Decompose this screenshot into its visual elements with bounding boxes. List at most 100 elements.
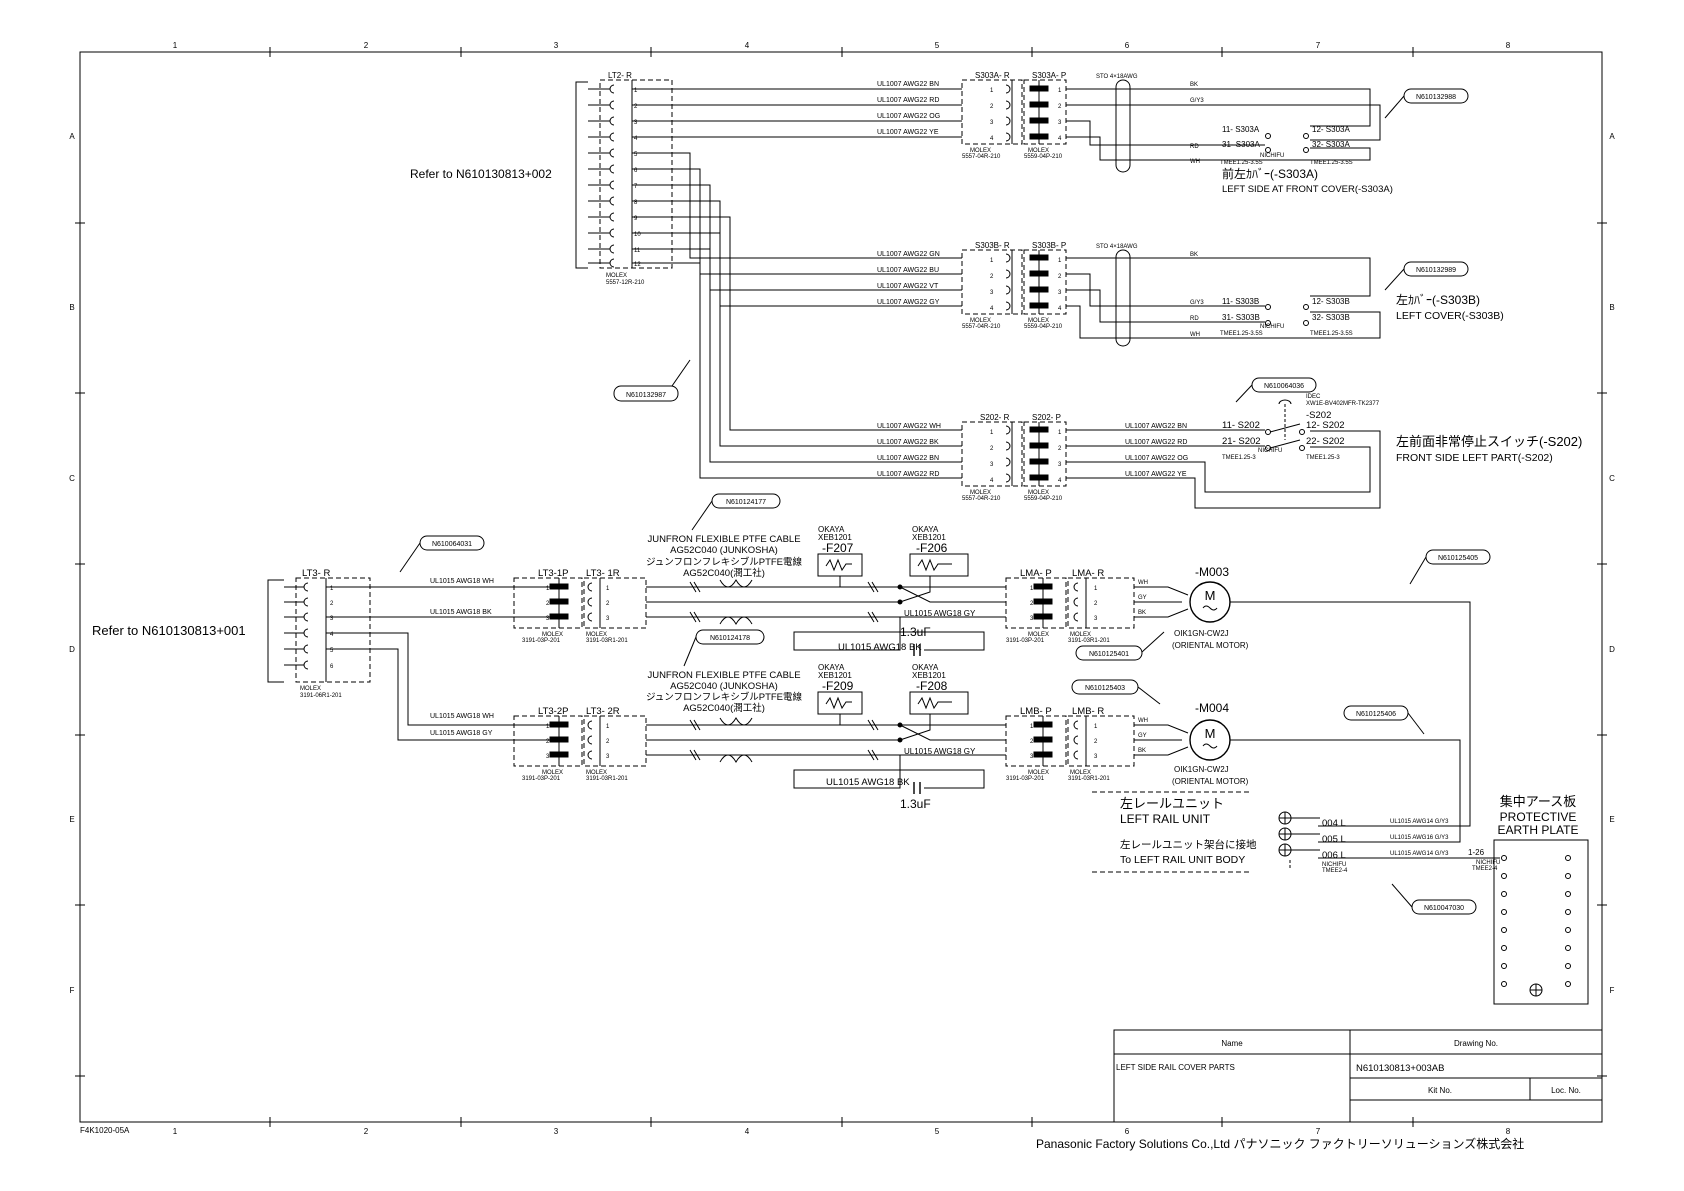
wire-label: UL1015 AWG18 GY	[430, 730, 493, 737]
earth-plate-en1: PROTECTIVE	[1500, 810, 1577, 824]
connector-lt3: LT3- R 1 2 3 4 5 6 MOLEX 3191-06R1-201 N…	[267, 535, 485, 699]
terminal-label: 21- S202	[1222, 436, 1261, 447]
connector-part: 3191-03R1-201	[586, 776, 628, 782]
ground-symbols	[1278, 811, 1320, 870]
connector-part: 5559-04P-210	[1024, 496, 1063, 502]
terminal-label: 32- S303A	[1312, 140, 1350, 149]
harness-tag-n610124178[interactable]: N610124178	[683, 629, 765, 667]
connector-p-label: LMB- P	[1020, 706, 1052, 717]
rail-body-en: To LEFT RAIL UNIT BODY	[1120, 854, 1245, 866]
terminal-label: 11- S303B	[1222, 297, 1259, 306]
fuse-part: XEB1201	[912, 533, 946, 542]
device-title-en: LEFT SIDE AT FRONT COVER(-S303A)	[1222, 184, 1393, 195]
wire-label: UL1007 AWG22 GY	[877, 299, 940, 306]
harness-tag-n610064031[interactable]: N610064031	[399, 535, 485, 573]
row-label: D	[1609, 645, 1615, 654]
harness-tag-n610125406[interactable]: N610125406	[1343, 705, 1425, 735]
connector-r-label: LMA- R	[1072, 568, 1104, 579]
terminal-label: 11- S202	[1222, 420, 1260, 431]
wire-label: UL1007 AWG22 OG	[1125, 455, 1188, 462]
connector-r-label: S202- R	[980, 413, 1010, 422]
pin-label: 4	[1058, 136, 1062, 142]
harness-tag-n610125403[interactable]: N610125403	[1071, 679, 1161, 705]
connector-label: LT3- R	[302, 568, 330, 579]
connector-part: 3191-03R1-201	[1068, 776, 1110, 782]
pin-label: 4	[990, 478, 994, 484]
harness-tag-n610124177[interactable]: N610124177	[691, 493, 781, 531]
tag-text: N610132988	[1416, 94, 1456, 101]
col-label: 4	[745, 41, 750, 50]
lt2-pin-contacts	[588, 84, 615, 268]
pin-label: 9	[634, 216, 638, 222]
motor-m004-symbol[interactable]: M	[1189, 719, 1231, 761]
wire-label: UL1015 AWG18 GY	[904, 609, 976, 618]
terminal-part: TMEE2-4	[1322, 868, 1348, 874]
connector-maker: MOLEX	[542, 632, 563, 638]
col-label: 5	[935, 41, 940, 50]
pin-label: 2	[990, 274, 994, 280]
rail-unit-en: LEFT RAIL UNIT	[1120, 812, 1211, 826]
motor-model: OIK1GN-CW2J	[1174, 765, 1229, 774]
earth-plate-en2: EARTH PLATE	[1498, 823, 1579, 837]
tag-text: N610132989	[1416, 267, 1456, 274]
pin-label: 4	[330, 632, 334, 638]
pin-label: 10	[634, 232, 641, 238]
connector-s202: UL1007 AWG22 WH UL1007 AWG22 BK UL1007 A…	[877, 377, 1582, 509]
col-label: 8	[1506, 41, 1511, 50]
device-title-en: LEFT COVER(-S303B)	[1396, 310, 1504, 322]
pin-label: 12	[634, 262, 641, 268]
pin-label: 4	[634, 136, 638, 142]
harness-tag-n610125401[interactable]: N610125401	[1075, 631, 1165, 661]
reference-label-001: Refer to N610130813+001	[92, 623, 246, 638]
connector-maker: MOLEX	[300, 686, 321, 692]
earth-plate-jp: 集中アース板	[1500, 794, 1577, 809]
row-labels-right: A B C D E F	[1609, 132, 1615, 995]
lt2-routing	[632, 88, 962, 479]
harness-tag-n610125405[interactable]: N610125405	[1409, 549, 1491, 585]
terminal-label: 31- S303B	[1222, 313, 1260, 322]
harness-tag-n610132989[interactable]: N610132989	[1384, 261, 1469, 291]
connector-maker: MOLEX	[1028, 770, 1049, 776]
terminal-part: TMEE1.25-3	[1222, 455, 1256, 461]
terminal-label: 12- S202	[1306, 420, 1345, 431]
cable-bundle	[1115, 79, 1131, 173]
pin-label: 3	[1058, 462, 1062, 468]
terminal-label: 22- S202	[1306, 436, 1345, 447]
emergency-stop-switch-symbol	[1265, 399, 1305, 451]
col-label: 2	[364, 1127, 369, 1136]
harness-tag-n610047030[interactable]: N610047030	[1391, 883, 1477, 915]
motor-label: -M004	[1195, 701, 1229, 715]
pin-label: 1	[1058, 430, 1062, 436]
motor-branch-m004: UL1015 AWG18 WH UL1015 AWG18 GY N6101241…	[430, 629, 1461, 811]
cable-label: STO 4×18AWG	[1096, 244, 1138, 250]
motor-m003-symbol[interactable]: M	[1189, 581, 1231, 623]
pin-label: 3	[634, 120, 638, 126]
wire-color: G/Y3	[1190, 300, 1204, 306]
pin-label: 2	[990, 104, 994, 110]
pin-label: 6	[330, 664, 334, 670]
pin-label: 1	[1058, 88, 1062, 94]
connector-maker: MOLEX	[606, 273, 627, 279]
connector-r-label: S303B- R	[975, 241, 1010, 250]
wire-label: UL1007 AWG22 RD	[877, 97, 939, 104]
connector-part: 3191-06R1-201	[300, 693, 342, 699]
pin-label: 1	[606, 724, 610, 730]
terminal-label: 32- S303B	[1312, 313, 1350, 322]
wire-color: BK	[1138, 610, 1146, 616]
connector-maker: MOLEX	[1028, 148, 1049, 154]
cable-desc: JUNFRON FLEXIBLE PTFE CABLE	[647, 670, 800, 681]
switch-maker: IDEC	[1306, 394, 1321, 400]
harness-tag-n610132988[interactable]: N610132988	[1384, 88, 1469, 119]
device-title-en: FRONT SIDE LEFT PART(-S202)	[1396, 452, 1553, 464]
harness-tag-n610064036[interactable]: N610064036	[1235, 377, 1317, 403]
tag-text: N610125403	[1085, 685, 1125, 692]
connector-maker: MOLEX	[542, 770, 563, 776]
cable-desc: JUNFRON FLEXIBLE PTFE CABLE	[647, 534, 800, 545]
harness-tag-n610132987[interactable]: N610132987	[613, 359, 691, 402]
connector-maker: MOLEX	[586, 770, 607, 776]
connector-maker: MOLEX	[586, 632, 607, 638]
wire-label: UL1007 AWG22 RD	[1125, 439, 1187, 446]
pin-label: 8	[634, 200, 638, 206]
row-label: B	[1609, 303, 1614, 312]
wire-label: UL1015 AWG18 BK	[826, 777, 910, 788]
